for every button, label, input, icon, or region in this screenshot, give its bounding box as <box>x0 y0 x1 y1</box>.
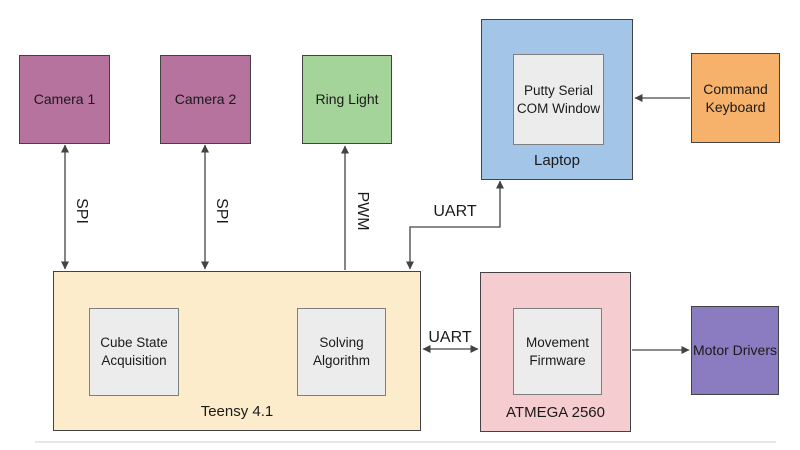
atmega-label: ATMEGA 2560 <box>506 403 605 421</box>
teensy-block: Cube State Acquisition Solving Algorithm… <box>53 271 421 431</box>
page-edge-line <box>35 441 776 443</box>
teensy-label: Teensy 4.1 <box>200 402 274 420</box>
movement-firmware-block: Movement Firmware <box>513 308 602 395</box>
camera2-block: Camera 2 <box>160 55 251 144</box>
camera1-label: Camera 1 <box>33 91 96 108</box>
cube-state-acquisition-label: Cube State Acquisition <box>100 335 168 368</box>
cube-state-acquisition-block: Cube State Acquisition <box>89 308 179 396</box>
camera1-block: Camera 1 <box>19 55 110 144</box>
motor-drivers-label: Motor Drivers <box>692 342 777 359</box>
putty-serial-window-block: Putty Serial COM Window <box>513 54 604 145</box>
atmega-block: Movement Firmware ATMEGA 2560 <box>480 272 631 432</box>
command-keyboard-label: Command Keyboard <box>703 80 768 115</box>
ring-light-block: Ring Light <box>302 55 392 144</box>
pwm-wire-label: PWM <box>354 191 371 231</box>
laptop-block: Putty Serial COM Window Laptop <box>481 19 633 180</box>
putty-serial-window-label: Putty Serial COM Window <box>516 82 601 116</box>
solving-algorithm-label: Solving Algorithm <box>312 335 371 368</box>
uart-laptop-arrow <box>406 180 504 270</box>
solving-algorithm-block: Solving Algorithm <box>297 308 386 396</box>
uart-atmega-wire-label: UART <box>428 329 472 346</box>
command-keyboard-block: Command Keyboard <box>691 53 780 143</box>
camera2-label: Camera 2 <box>174 91 237 108</box>
laptop-label: Laptop <box>534 151 580 169</box>
ring-light-label: Ring Light <box>315 91 379 108</box>
spi-camera1-wire-label: SPI <box>73 198 90 224</box>
movement-firmware-label: Movement Firmware <box>525 334 590 368</box>
spi-camera2-wire-label: SPI <box>213 198 230 224</box>
motor-drivers-block: Motor Drivers <box>691 306 779 395</box>
uart-laptop-wire-label: UART <box>433 203 477 220</box>
